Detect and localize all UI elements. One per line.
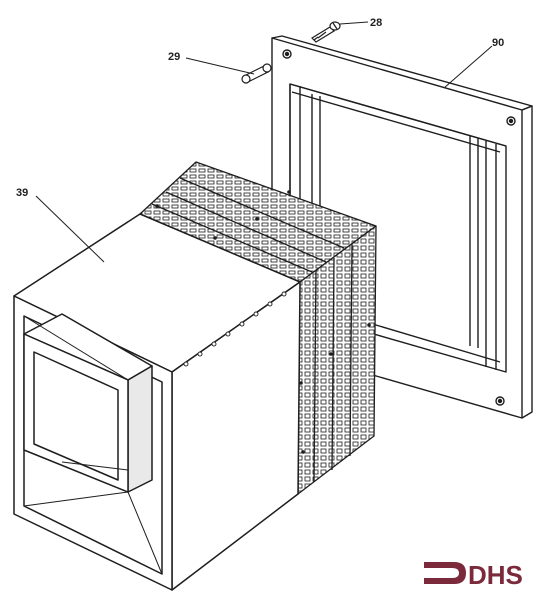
leader-lines (35, 21, 493, 263)
grille-block (139, 161, 377, 495)
callout-28: 28 (370, 17, 382, 29)
dhs-logo-text: DHS (468, 560, 523, 590)
housing-box (13, 213, 301, 591)
screw (311, 21, 341, 43)
callout-90: 90 (492, 37, 504, 49)
callout-39: 39 (16, 187, 28, 199)
dhs-logo-mark (424, 562, 466, 584)
dhs-logo: DHS (424, 560, 523, 590)
pin (241, 63, 272, 84)
callout-29: 29 (168, 51, 180, 63)
